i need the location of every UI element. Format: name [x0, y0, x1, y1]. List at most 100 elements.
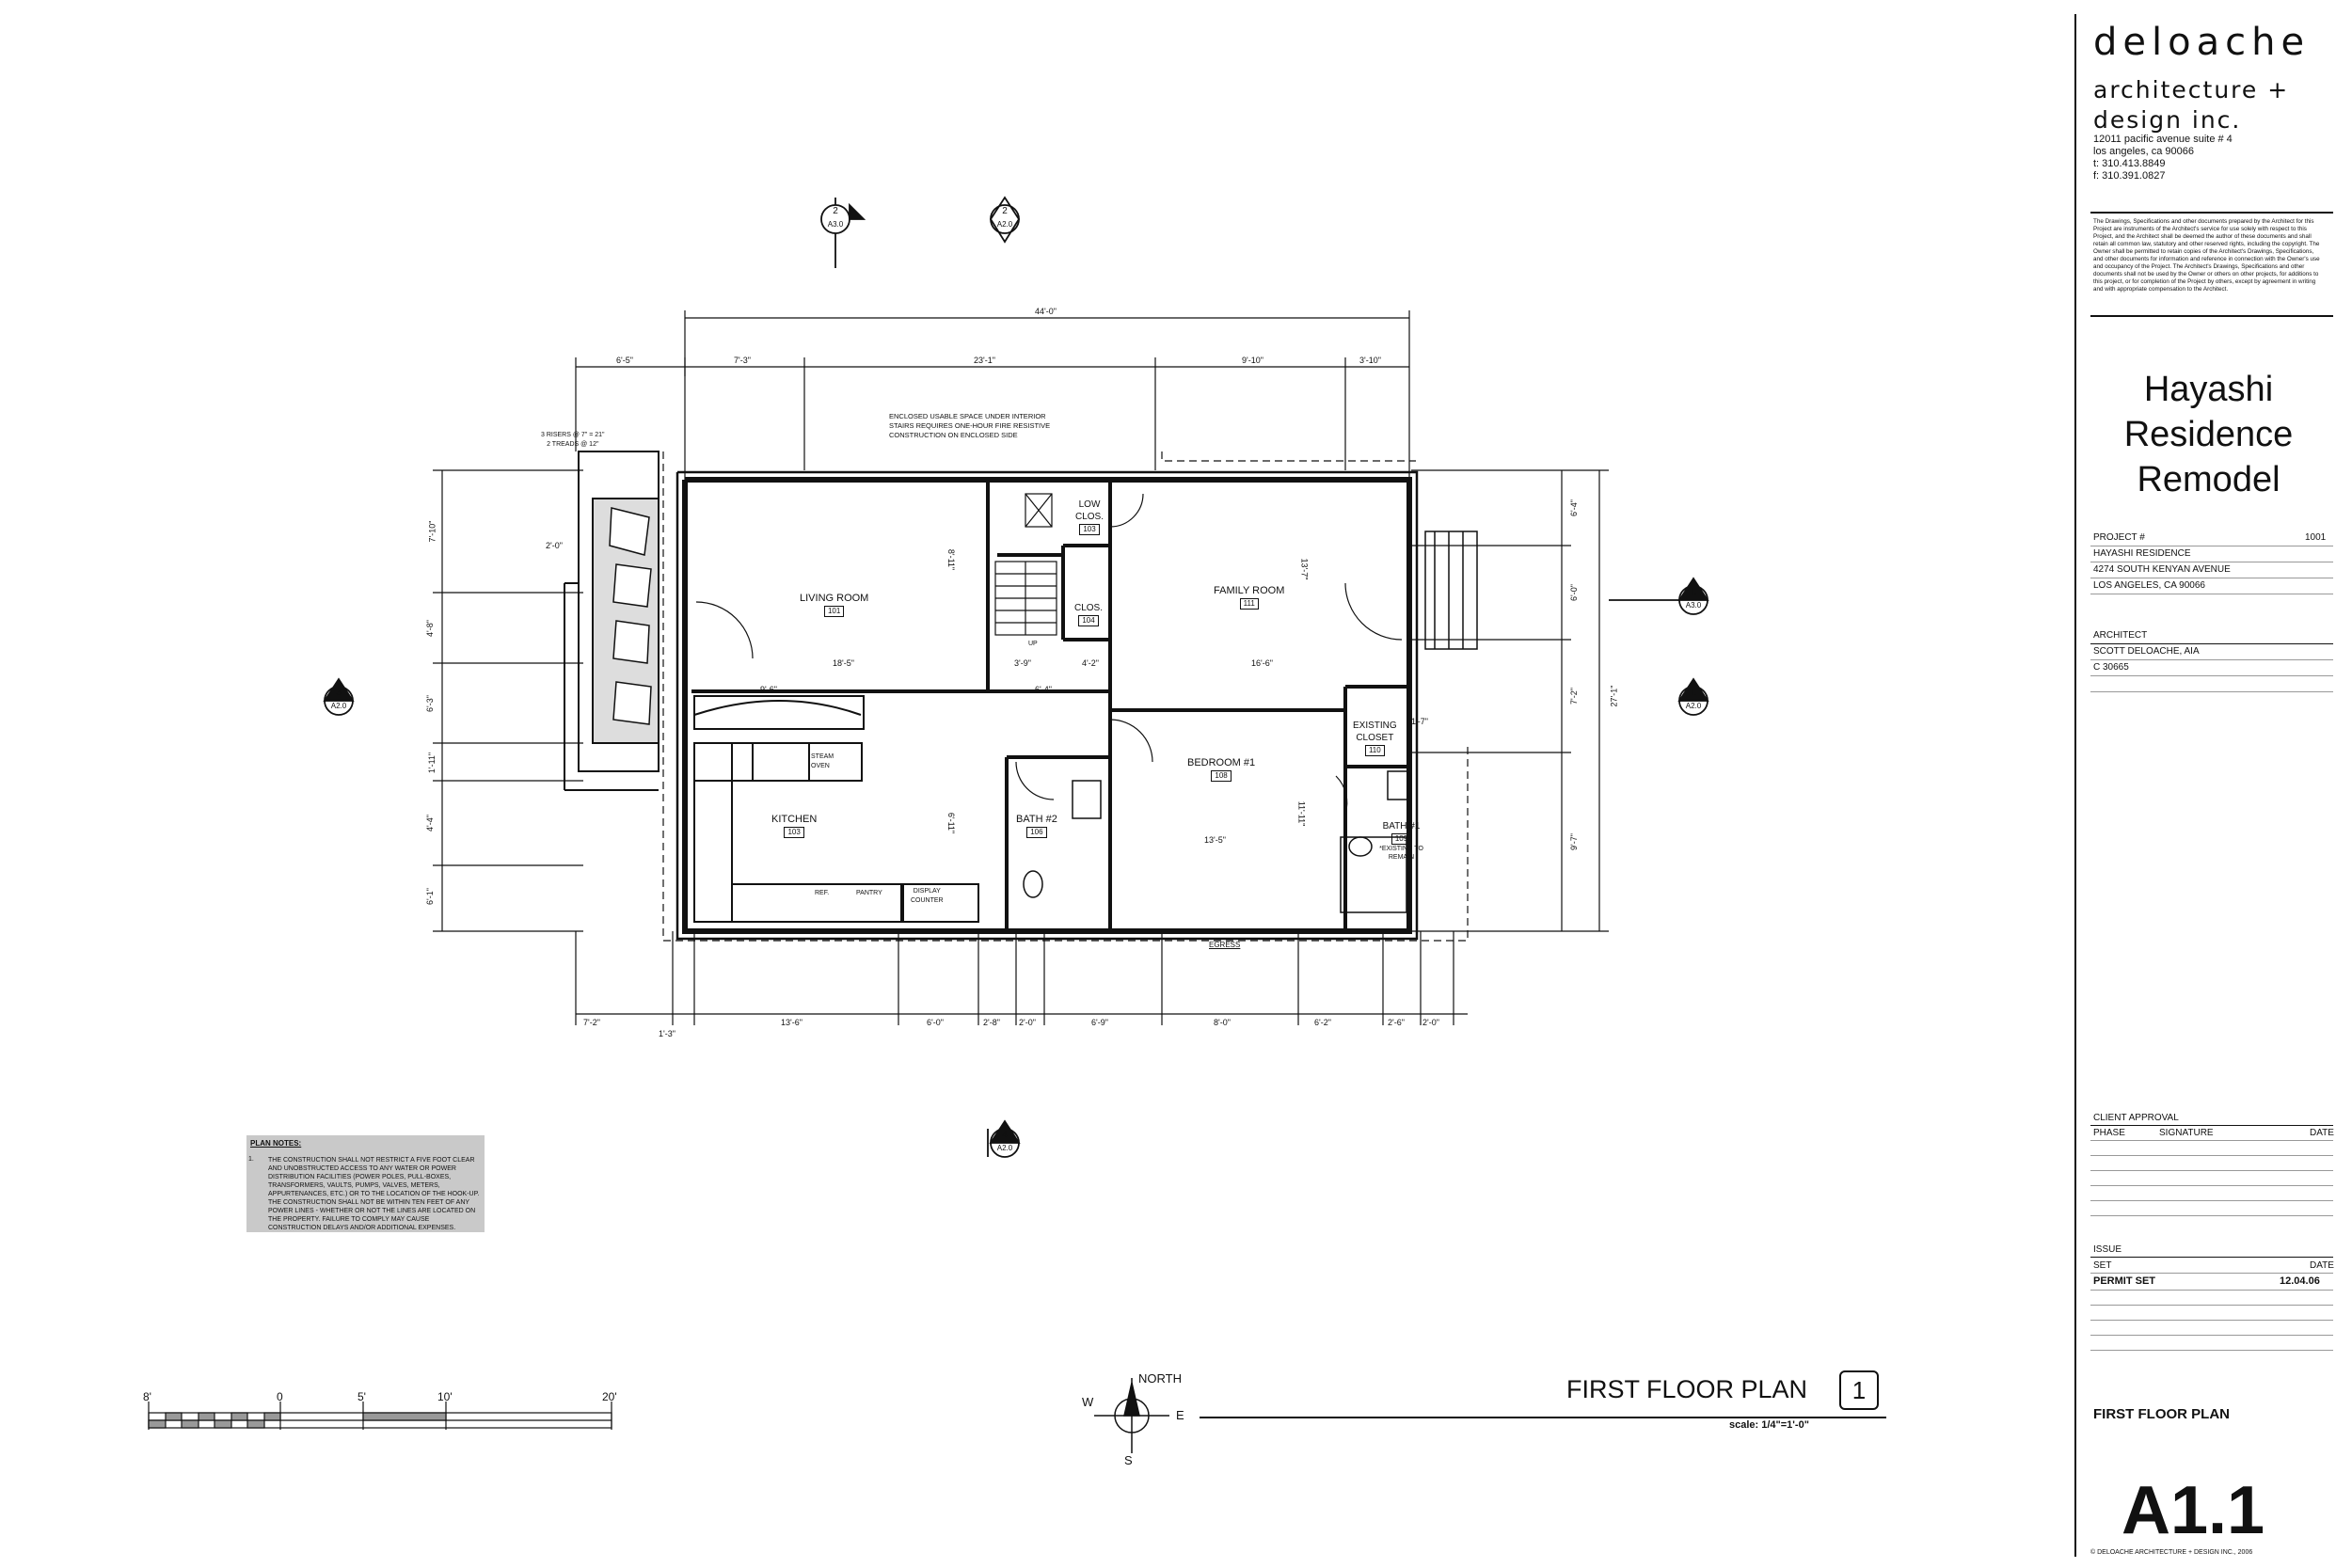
right-dimension-lines: [1411, 469, 1609, 932]
firm-subtitle: architecture + design inc.: [2093, 75, 2289, 135]
approval-col-date: DATE: [2310, 1128, 2334, 1138]
marker-sheet: A2.0: [330, 702, 347, 710]
marker-sheet: A3.0: [1685, 601, 1702, 610]
marker-sheet: A2.0: [996, 1144, 1013, 1152]
dim-int-12: 1'-7": [1411, 717, 1428, 726]
copyright: © DELOACHE ARCHITECTURE + DESIGN INC., 2…: [2090, 1549, 2253, 1556]
stair-fire-note: ENCLOSED USABLE SPACE UNDER INTERIOR STA…: [889, 412, 1051, 439]
display-counter-1: DISPLAY: [913, 888, 941, 895]
issue-col-set: SET: [2093, 1260, 2112, 1271]
dim-int-3: 4'-2": [1082, 658, 1099, 668]
exterior-walls: [682, 477, 1412, 934]
dim-int-13: 2'-0": [546, 541, 563, 550]
dim-left-5: 4'-4": [424, 815, 435, 832]
marker-sheet: A2.0: [996, 220, 1013, 229]
dim-bottom-8: 8'-0": [1214, 1018, 1231, 1027]
approval-row-line: [2090, 1170, 2333, 1171]
dim-left-4: 1'-11": [427, 752, 437, 774]
phone: t: 310.413.8849: [2093, 158, 2166, 169]
fax: f: 310.391.0827: [2093, 170, 2166, 182]
dim-right-2: 6'-0": [1568, 584, 1579, 601]
dim-left-6: 6'-1": [424, 888, 435, 905]
room-number: 110: [1364, 745, 1385, 756]
project-city: LOS ANGELES, CA 90066: [2093, 580, 2205, 591]
room-number: 111: [1239, 598, 1259, 610]
dim-bottom-4: 6'-0": [927, 1018, 944, 1027]
plan-notes-text: THE CONSTRUCTION SHALL NOT RESTRICT A FI…: [268, 1157, 480, 1231]
section-marker-bottom[interactable]: 4 A2.0: [991, 1129, 1019, 1155]
divider: [2090, 1257, 2333, 1258]
interior-walls: [691, 480, 1411, 931]
dim-int-8: 11'-11": [1296, 800, 1307, 827]
room-note: *EXISTING TO REMAIN: [1379, 846, 1423, 861]
dim-bottom-2: 1'-3": [659, 1029, 675, 1038]
door-swings: [695, 493, 1403, 815]
stair: [994, 493, 1057, 636]
sheet-number: A1.1: [2122, 1473, 2265, 1548]
section-marker-top-right[interactable]: 2 A2.0: [991, 205, 1019, 231]
dim-int-1: 18'-5": [833, 658, 854, 668]
dim-right-5: 27'-1": [1609, 685, 1619, 707]
drawing-scale: scale: 1/4"=1'-0": [1729, 1419, 1809, 1431]
issue-row-line: [2090, 1320, 2333, 1321]
room-name-1: EXISTING: [1353, 721, 1397, 731]
south-label: S: [1124, 1453, 1133, 1467]
section-marker-left[interactable]: 3 A2.0: [325, 687, 353, 713]
issue-row-line: [2090, 1305, 2333, 1306]
project-name: HAYASHI RESIDENCE: [2093, 548, 2191, 559]
approval-row-line: [2090, 1185, 2333, 1186]
issue-set: PERMIT SET: [2093, 1275, 2156, 1287]
top-dimension-lines: [575, 310, 1410, 480]
steam-oven-label: STEAM OVEN: [811, 753, 834, 769]
pantry-label: PANTRY: [856, 890, 882, 896]
firm-subtitle-1: architecture +: [2093, 76, 2290, 103]
dim-bottom-11: 2'-0": [1422, 1018, 1439, 1027]
divider: [2090, 1125, 2333, 1126]
project-title-2: Residence: [2123, 415, 2294, 454]
porch-steps: [1424, 531, 1478, 650]
project-number: 1001: [2305, 532, 2327, 543]
dim-int-7: 13'-5": [1204, 835, 1226, 845]
dim-int-10: 8'-11": [946, 548, 957, 571]
scale-label-8: 8': [143, 1390, 151, 1403]
divider: [2090, 1273, 2333, 1274]
issue-col-date: DATE: [2310, 1260, 2334, 1271]
approval-row-line: [2090, 1155, 2333, 1156]
left-dimension-lines: [433, 469, 583, 932]
firm-name: deloache: [2093, 21, 2311, 64]
project-street: 4274 SOUTH KENYAN AVENUE: [2093, 564, 2231, 575]
section-marker-right-lower[interactable]: 1 A2.0: [1679, 687, 1708, 713]
section-marker-right-upper[interactable]: 1 A3.0: [1679, 586, 1708, 612]
dim-bottom-6: 2'-0": [1019, 1018, 1036, 1027]
treads-line: 2 TREADS @ 12": [547, 441, 599, 448]
room-number: 108: [1211, 770, 1232, 782]
room-name: FAMILY ROOM: [1214, 585, 1285, 596]
room-name: BATH #1: [1382, 821, 1421, 832]
drawing-number: 1: [1839, 1370, 1879, 1410]
approval-col-signature: SIGNATURE: [2159, 1128, 2214, 1138]
firm-subtitle-2: design inc.: [2093, 106, 2242, 134]
drawing-title: FIRST FLOOR PLAN: [1566, 1375, 1808, 1403]
plan-notes-number: 1.: [248, 1156, 254, 1163]
section-marker-symbols: [323, 196, 1709, 1158]
issue-row-line: [2090, 1335, 2333, 1336]
room-number: 109: [1391, 833, 1412, 845]
east-label: E: [1176, 1408, 1184, 1422]
scale-label-20: 20': [602, 1390, 617, 1403]
sheet-name: FIRST FLOOR PLAN: [2093, 1406, 2230, 1422]
room-name: BEDROOM #1: [1187, 757, 1256, 768]
room-name: KITCHEN: [771, 814, 818, 825]
address-line-1: 12011 pacific avenue suite # 4: [2093, 134, 2233, 145]
room-number: 106: [1026, 827, 1047, 838]
dim-left-1: 7'-10": [427, 520, 437, 543]
architect-name: SCOTT DELOACHE, AIA: [2093, 646, 2200, 657]
room-family: FAMILY ROOM 111: [1214, 585, 1284, 610]
project-title-3: Remodel: [2137, 460, 2280, 499]
dim-bottom-5: 2'-8": [983, 1018, 1000, 1027]
section-marker-top-left[interactable]: 2 A3.0: [821, 205, 850, 231]
ref-label: REF.: [815, 890, 830, 896]
firm-disclaimer: The Drawings, Specifications and other d…: [2093, 218, 2320, 293]
marker-num: 4: [1002, 1130, 1008, 1140]
architect-label: ARCHITECT: [2093, 630, 2148, 641]
